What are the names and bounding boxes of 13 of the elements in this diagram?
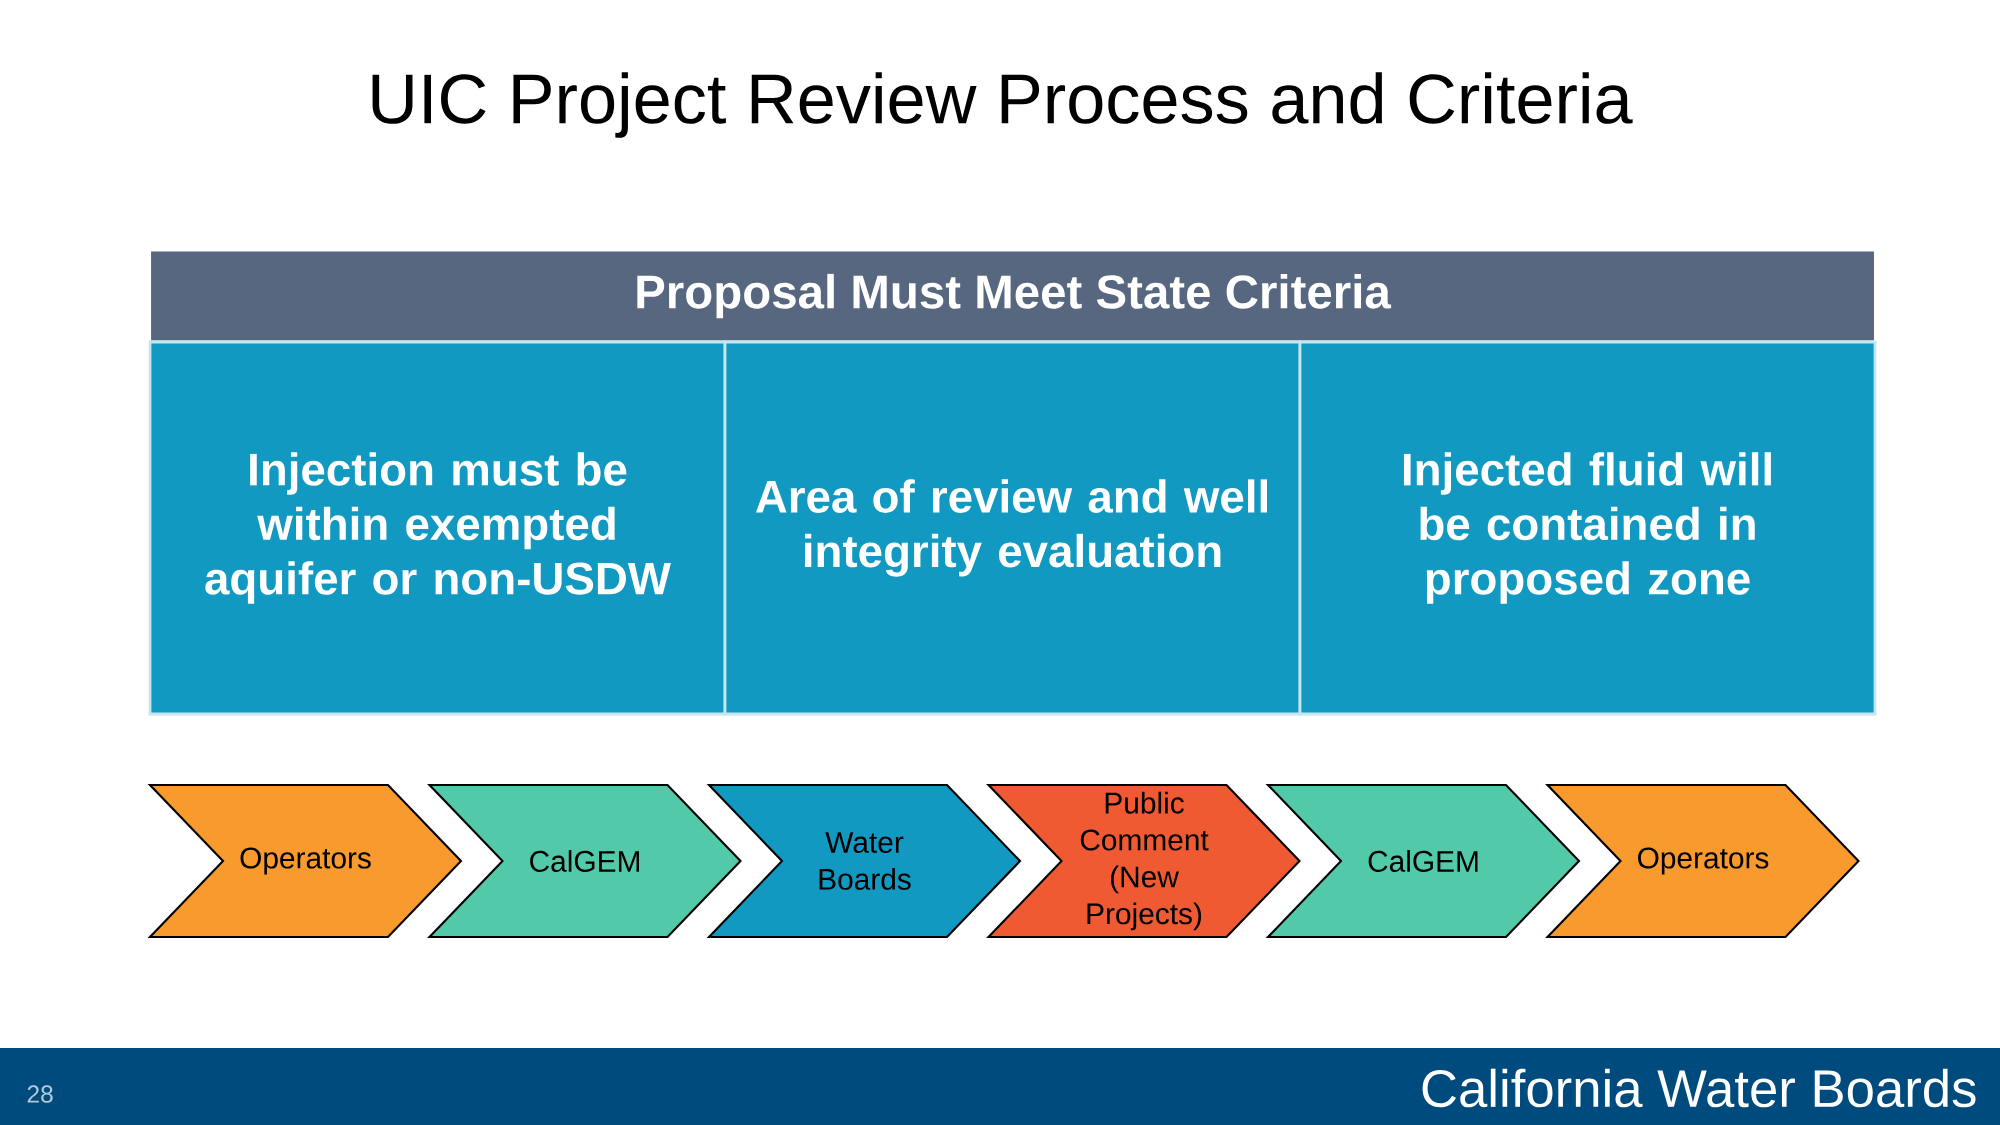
title: UIC Project Review Process and Criteria <box>372 72 1633 138</box>
process-step: CalGEM <box>427 783 742 939</box>
process-step: CalGEM <box>1265 783 1581 939</box>
criteria-box: Injection must be within exempted aquifer or non-USDW <box>148 340 727 716</box>
process-step: Water Boards <box>706 783 1022 939</box>
footer-text: California Water Boards <box>1422 1068 1976 1108</box>
process-step: Operators <box>1545 783 1860 939</box>
page-number: 28 <box>27 1085 53 1103</box>
criteria-box: Area of review and well integrity evaluation <box>723 340 1302 716</box>
process-step: Public Comment (New Projects) <box>986 783 1301 939</box>
header-bar: Proposal Must Meet State Criteria <box>148 249 1877 343</box>
process-step: Operators <box>147 783 463 939</box>
criteria-box: Injected fluid will be contained in proposed zone <box>1298 340 1877 716</box>
